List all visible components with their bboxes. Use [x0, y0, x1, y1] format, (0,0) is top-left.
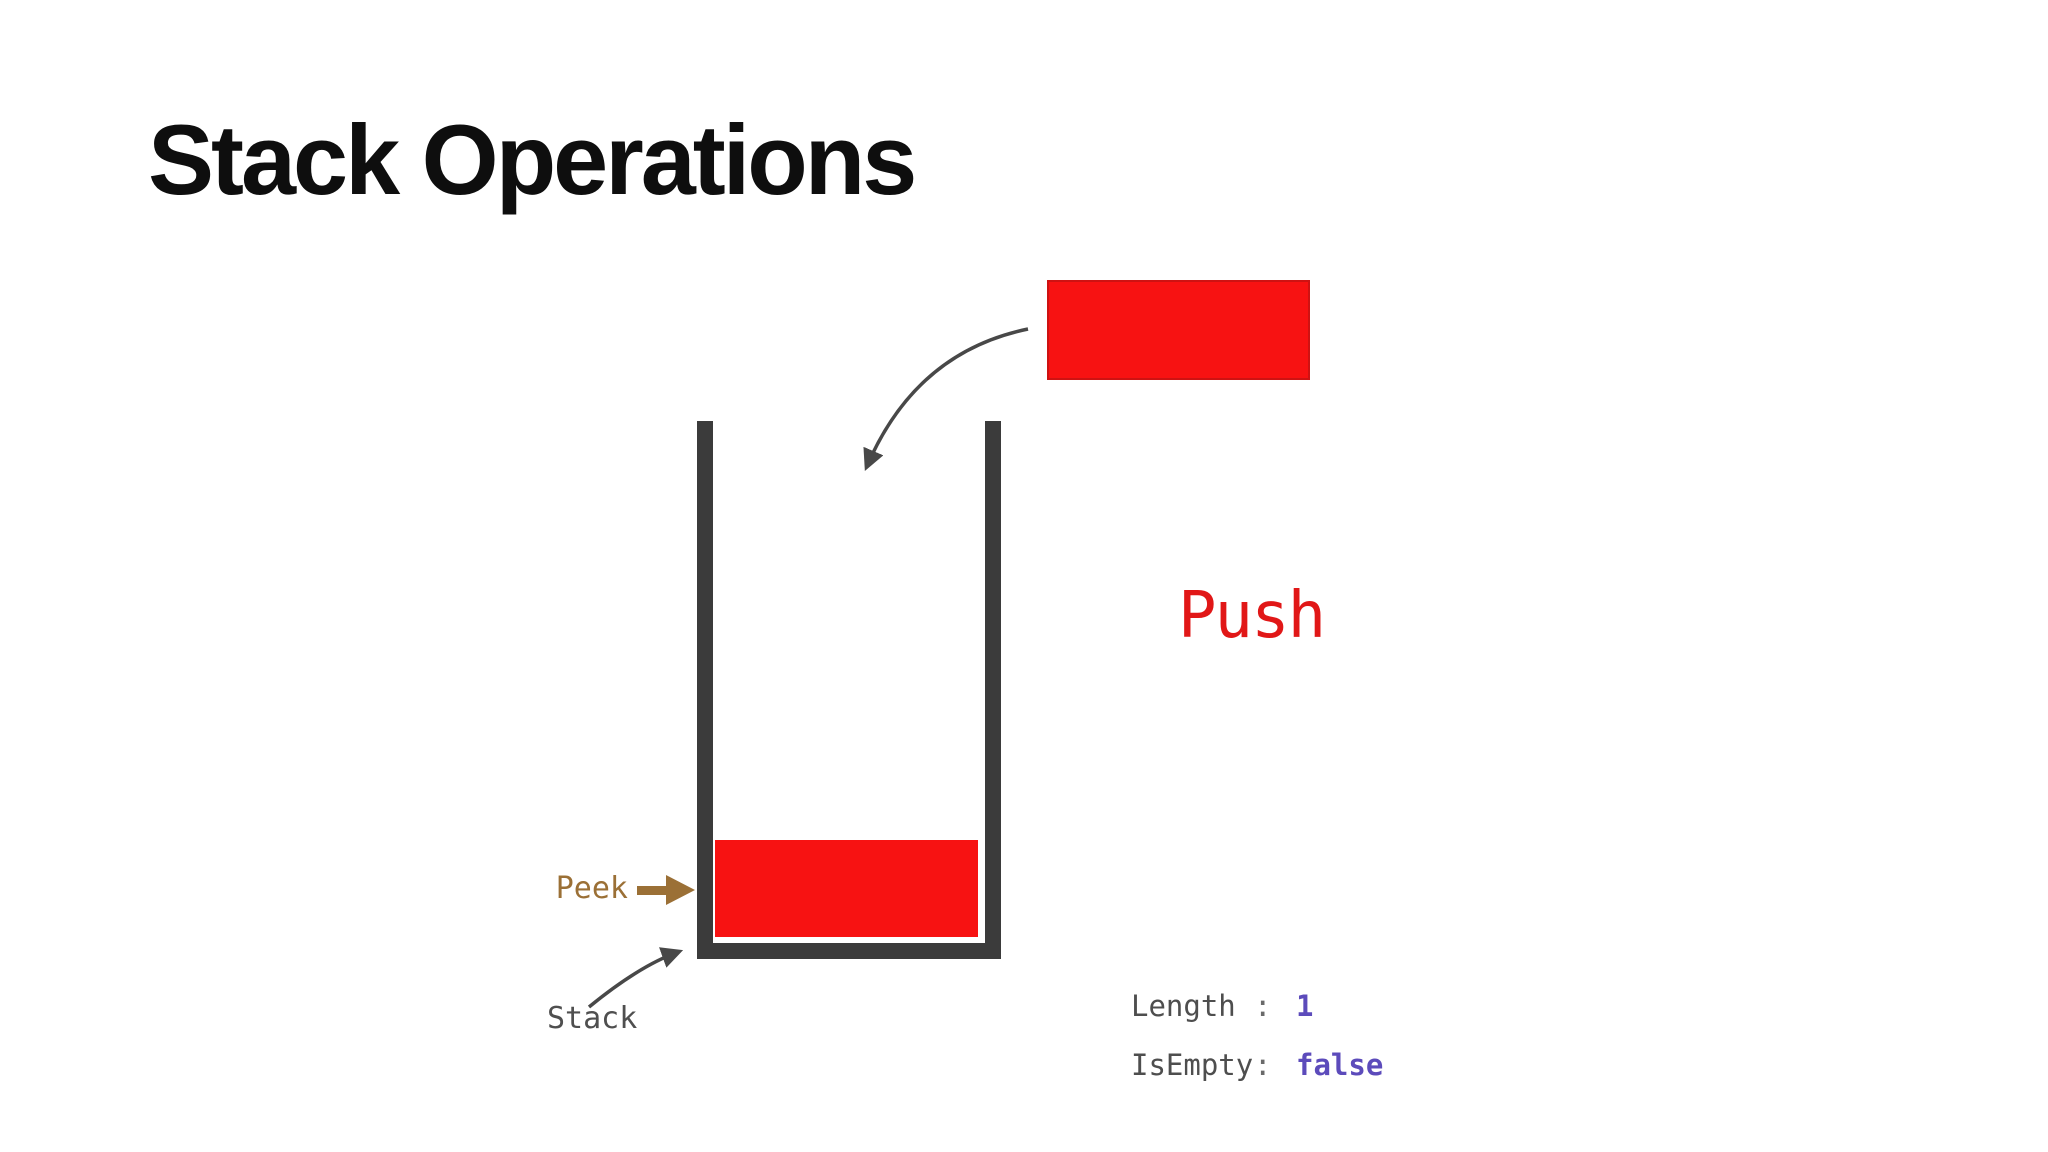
push-curved-arrow-icon	[863, 327, 1029, 471]
isempty-separator: :	[1254, 1048, 1272, 1082]
push-element-block	[1047, 280, 1310, 380]
push-operation-label: Push	[1178, 579, 1326, 653]
stack-label: Stack	[547, 1001, 638, 1036]
length-separator: :	[1254, 989, 1272, 1023]
stack-right-wall	[985, 421, 1001, 959]
peek-arrow-icon	[637, 875, 695, 905]
isempty-label: IsEmpty	[1131, 1048, 1254, 1082]
peek-label: Peek	[555, 871, 628, 906]
isempty-value: false	[1296, 1048, 1384, 1082]
stack-base	[697, 943, 1001, 959]
stack-left-wall	[697, 421, 713, 959]
page-title: Stack Operations	[148, 104, 917, 215]
stack-pointer-arrow-icon	[587, 947, 684, 1009]
stack-item-block	[715, 840, 978, 937]
length-label: Length	[1131, 989, 1236, 1023]
length-value: 1	[1296, 989, 1314, 1023]
